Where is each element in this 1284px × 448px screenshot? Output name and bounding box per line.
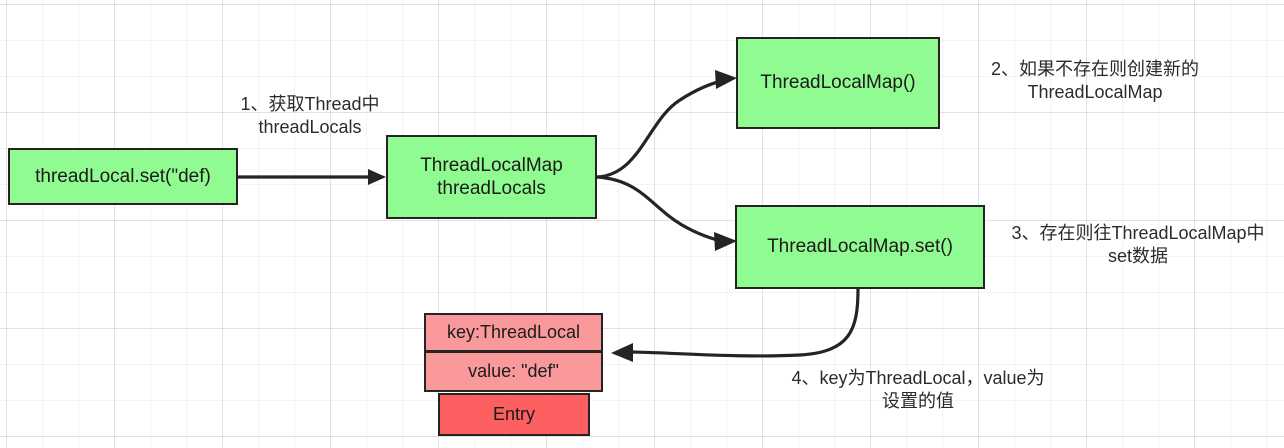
node-entry-value[interactable]: value: "def" <box>424 351 603 392</box>
edge-set-to-threadlocals <box>237 169 386 185</box>
annotation-step-4: 4、key为ThreadLocal，value为 设置的值 <box>791 368 1045 412</box>
annotation-step-1: 1、获取Thread中 threadLocals <box>240 94 380 138</box>
node-threadlocalmap-set[interactable]: ThreadLocalMap.set() <box>735 205 985 289</box>
node-entry-key[interactable]: key:ThreadLocal <box>424 313 603 352</box>
node-threadlocalmap-constructor[interactable]: ThreadLocalMap() <box>736 37 940 129</box>
node-entry-label[interactable]: Entry <box>438 393 590 436</box>
edge-threadlocals-to-set <box>595 175 737 251</box>
node-threadlocalmap-threadlocals[interactable]: ThreadLocalMap threadLocals <box>386 135 597 219</box>
node-threadlocal-set-call[interactable]: threadLocal.set("def) <box>8 148 238 205</box>
edge-set-to-entry <box>611 287 860 362</box>
edge-threadlocals-to-constructor <box>595 70 737 179</box>
annotation-step-3: 3、存在则往ThreadLocalMap中 set数据 <box>1011 223 1265 267</box>
annotation-step-2: 2、如果不存在则创建新的 ThreadLocalMap <box>990 59 1199 103</box>
